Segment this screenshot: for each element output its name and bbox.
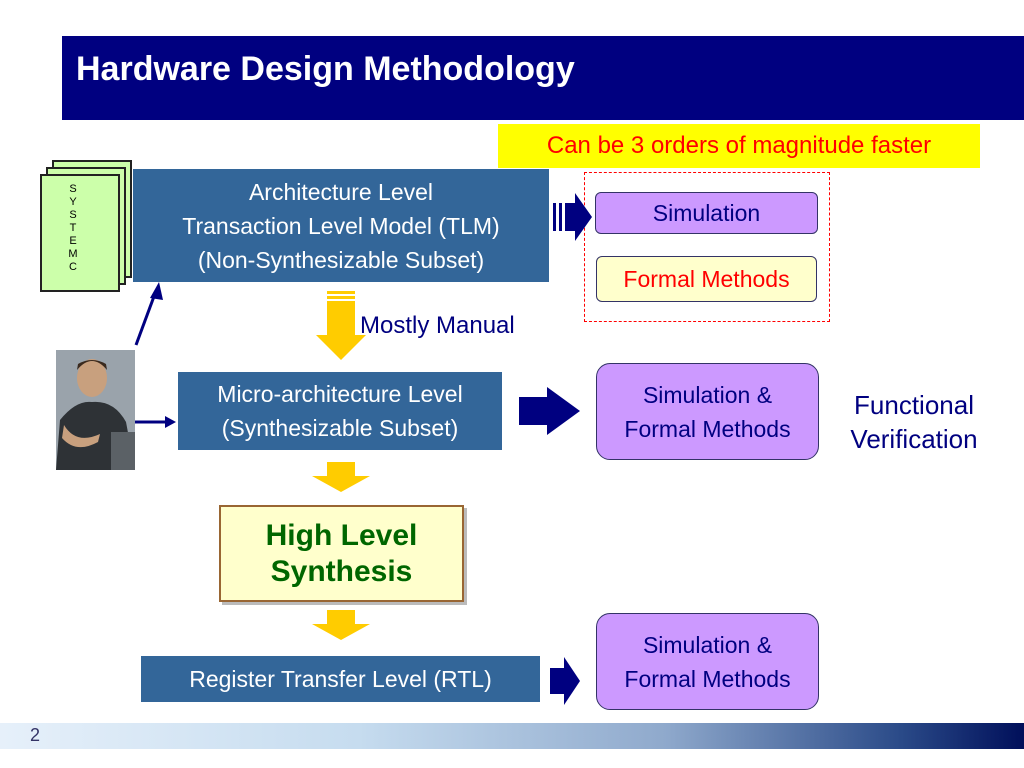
down-arrow-icon	[312, 610, 370, 640]
title-bar: Hardware Design Methodology	[62, 36, 1024, 120]
rtl-level-box: Register Transfer Level (RTL)	[141, 656, 540, 702]
dashed-highlight-box	[584, 172, 830, 322]
down-arrow-icon	[316, 291, 366, 360]
designer-to-micro-arrow	[135, 416, 176, 428]
speed-callout: Can be 3 orders of magnitude faster	[498, 124, 980, 168]
slide-title: Hardware Design Methodology	[76, 50, 575, 88]
high-level-synthesis-box: High Level Synthesis	[219, 505, 464, 602]
architecture-level-box: Architecture Level Transaction Level Mod…	[133, 169, 549, 282]
systemc-label: S Y S T E M C	[68, 183, 78, 273]
designer-to-architecture-arrow	[134, 282, 163, 346]
document-sheet	[40, 174, 120, 292]
micro-verification-pill: Simulation & Formal Methods	[596, 363, 819, 460]
rtl-verification-pill: Simulation & Formal Methods	[596, 613, 819, 710]
right-arrow-icon	[519, 387, 580, 435]
mostly-manual-label: Mostly Manual	[360, 312, 515, 339]
footer-bar: 2	[0, 723, 1024, 749]
micro-architecture-level-box: Micro-architecture Level (Synthesizable …	[178, 372, 502, 450]
formal-methods-pill: Formal Methods	[596, 256, 817, 302]
page-number: 2	[30, 725, 41, 745]
right-arrow-icon	[550, 657, 580, 705]
down-arrow-icon	[312, 462, 370, 492]
simulation-pill: Simulation	[595, 192, 818, 234]
designer-photo	[56, 350, 135, 470]
right-arrow-icon	[553, 193, 592, 241]
functional-verification-label: Functional Verification	[850, 390, 978, 454]
